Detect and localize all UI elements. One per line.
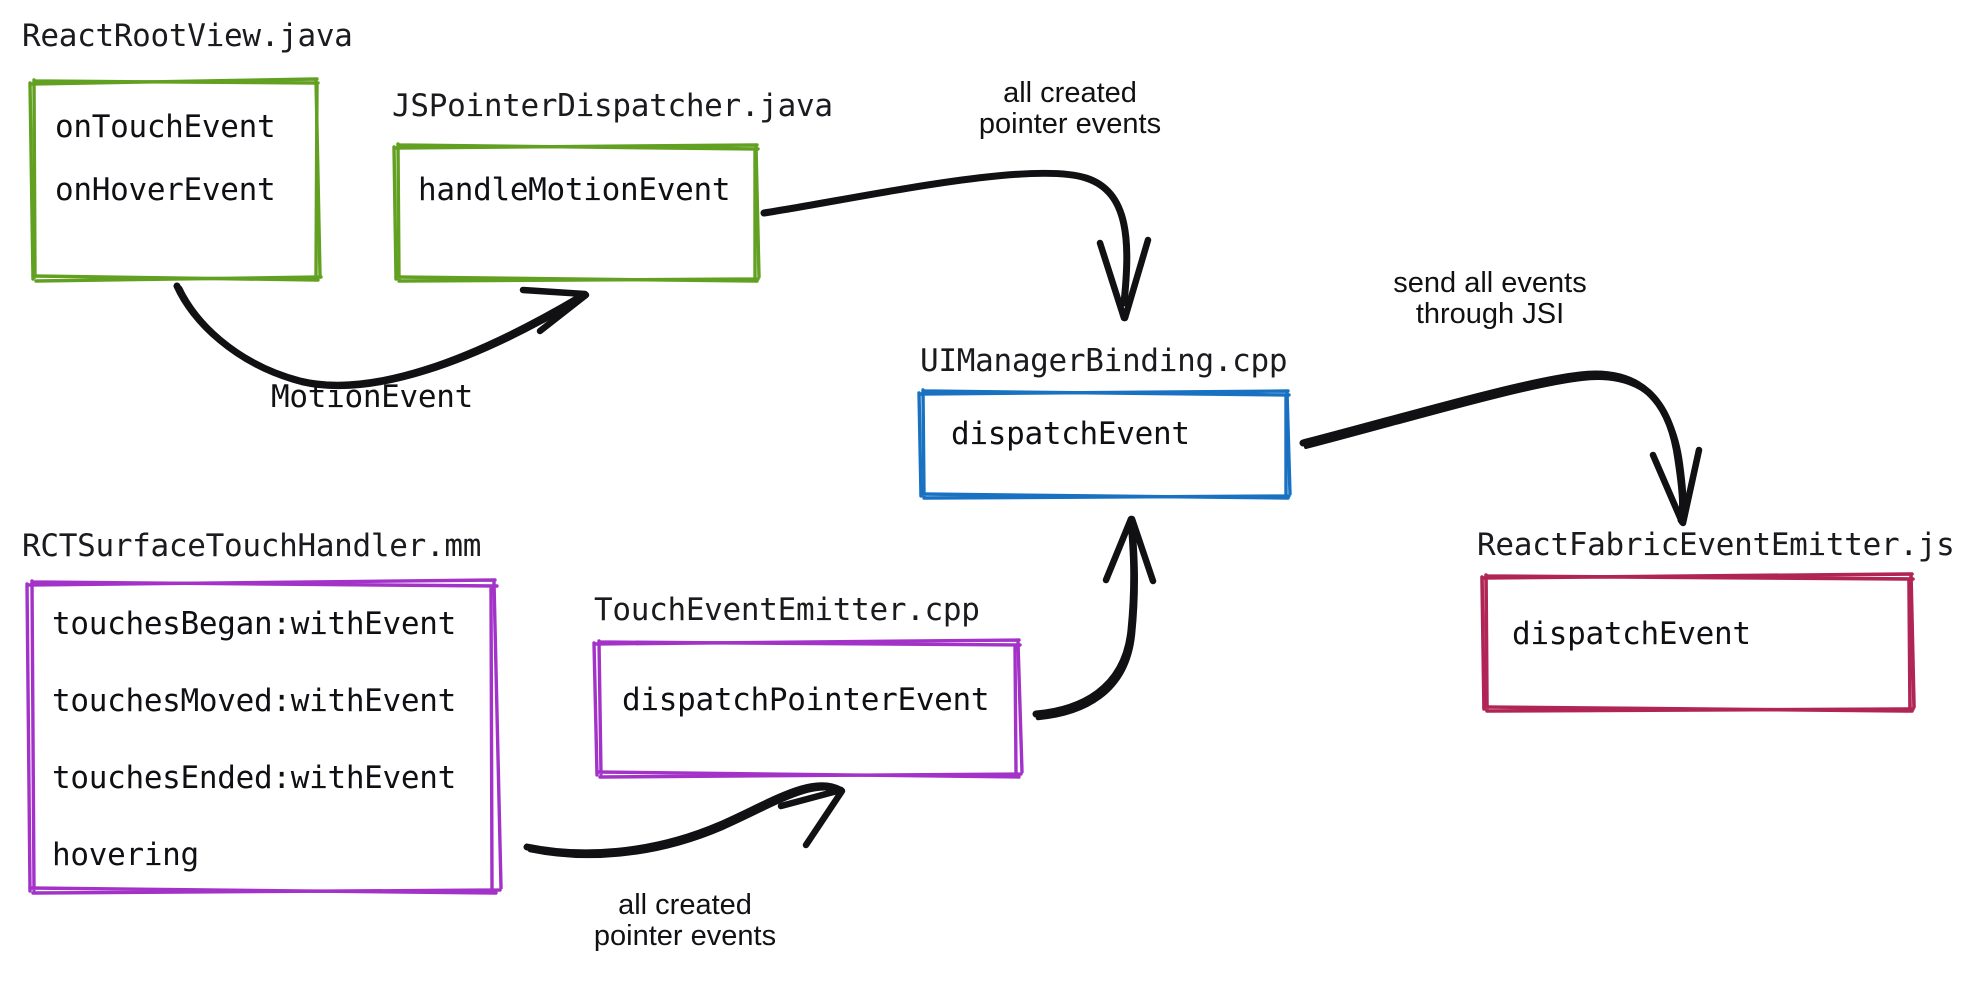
- edge-label-ios-pointer-events: all created pointer events: [593, 889, 777, 953]
- arrow-android-pointer-events: [760, 169, 1152, 322]
- edge-label-jsi-bridge: send all events through JSI: [1393, 267, 1587, 331]
- edge-label-motion-event: MotionEvent: [271, 379, 473, 415]
- node-title-react-root-view: ReactRootView.java: [22, 18, 353, 54]
- node-react-fabric-event-emitter[interactable]: dispatchEvent: [1482, 574, 1916, 713]
- node-row-on-touch-event: onTouchEvent: [55, 109, 276, 145]
- node-row-dispatch-event-js: dispatchEvent: [1512, 616, 1751, 652]
- node-react-root-view[interactable]: onTouchEvent onHoverEvent: [30, 79, 322, 283]
- node-title-rct-surface-touch-handler: RCTSurfaceTouchHandler.mm: [22, 528, 482, 564]
- node-row-dispatch-pointer-event: dispatchPointerEvent: [622, 682, 990, 718]
- node-ui-manager-binding[interactable]: dispatchEvent: [919, 390, 1291, 500]
- edge-label-android-pointer-events: all created pointer events: [978, 77, 1162, 141]
- arrow-ios-pointer-events: [523, 782, 846, 859]
- arrow-motion-event: [173, 282, 590, 390]
- node-title-touch-event-emitter: TouchEventEmitter.cpp: [594, 592, 980, 628]
- node-title-ui-manager-binding: UIManagerBinding.cpp: [920, 343, 1288, 379]
- node-title-react-fabric-event-emitter: ReactFabricEventEmitter.js: [1477, 527, 1955, 563]
- node-js-pointer-dispatcher[interactable]: handleMotionEvent: [394, 144, 761, 283]
- node-rct-surface-touch-handler[interactable]: touchesBegan:withEvent touchesMoved:with…: [27, 580, 503, 895]
- arrow-jsi-bridge: [1299, 370, 1703, 527]
- arrow-emitter-to-binding: [1032, 515, 1157, 721]
- node-row-touches-began: touchesBegan:withEvent: [52, 606, 456, 642]
- node-row-dispatch-event-binding: dispatchEvent: [951, 416, 1190, 452]
- node-title-js-pointer-dispatcher: JSPointerDispatcher.java: [392, 88, 833, 124]
- node-row-hovering: hovering: [52, 837, 199, 873]
- node-touch-event-emitter[interactable]: dispatchPointerEvent: [594, 640, 1024, 778]
- node-row-on-hover-event: onHoverEvent: [55, 172, 276, 208]
- node-row-touches-ended: touchesEnded:withEvent: [52, 760, 456, 796]
- node-row-touches-moved: touchesMoved:withEvent: [52, 683, 456, 719]
- node-row-handle-motion-event: handleMotionEvent: [418, 172, 731, 208]
